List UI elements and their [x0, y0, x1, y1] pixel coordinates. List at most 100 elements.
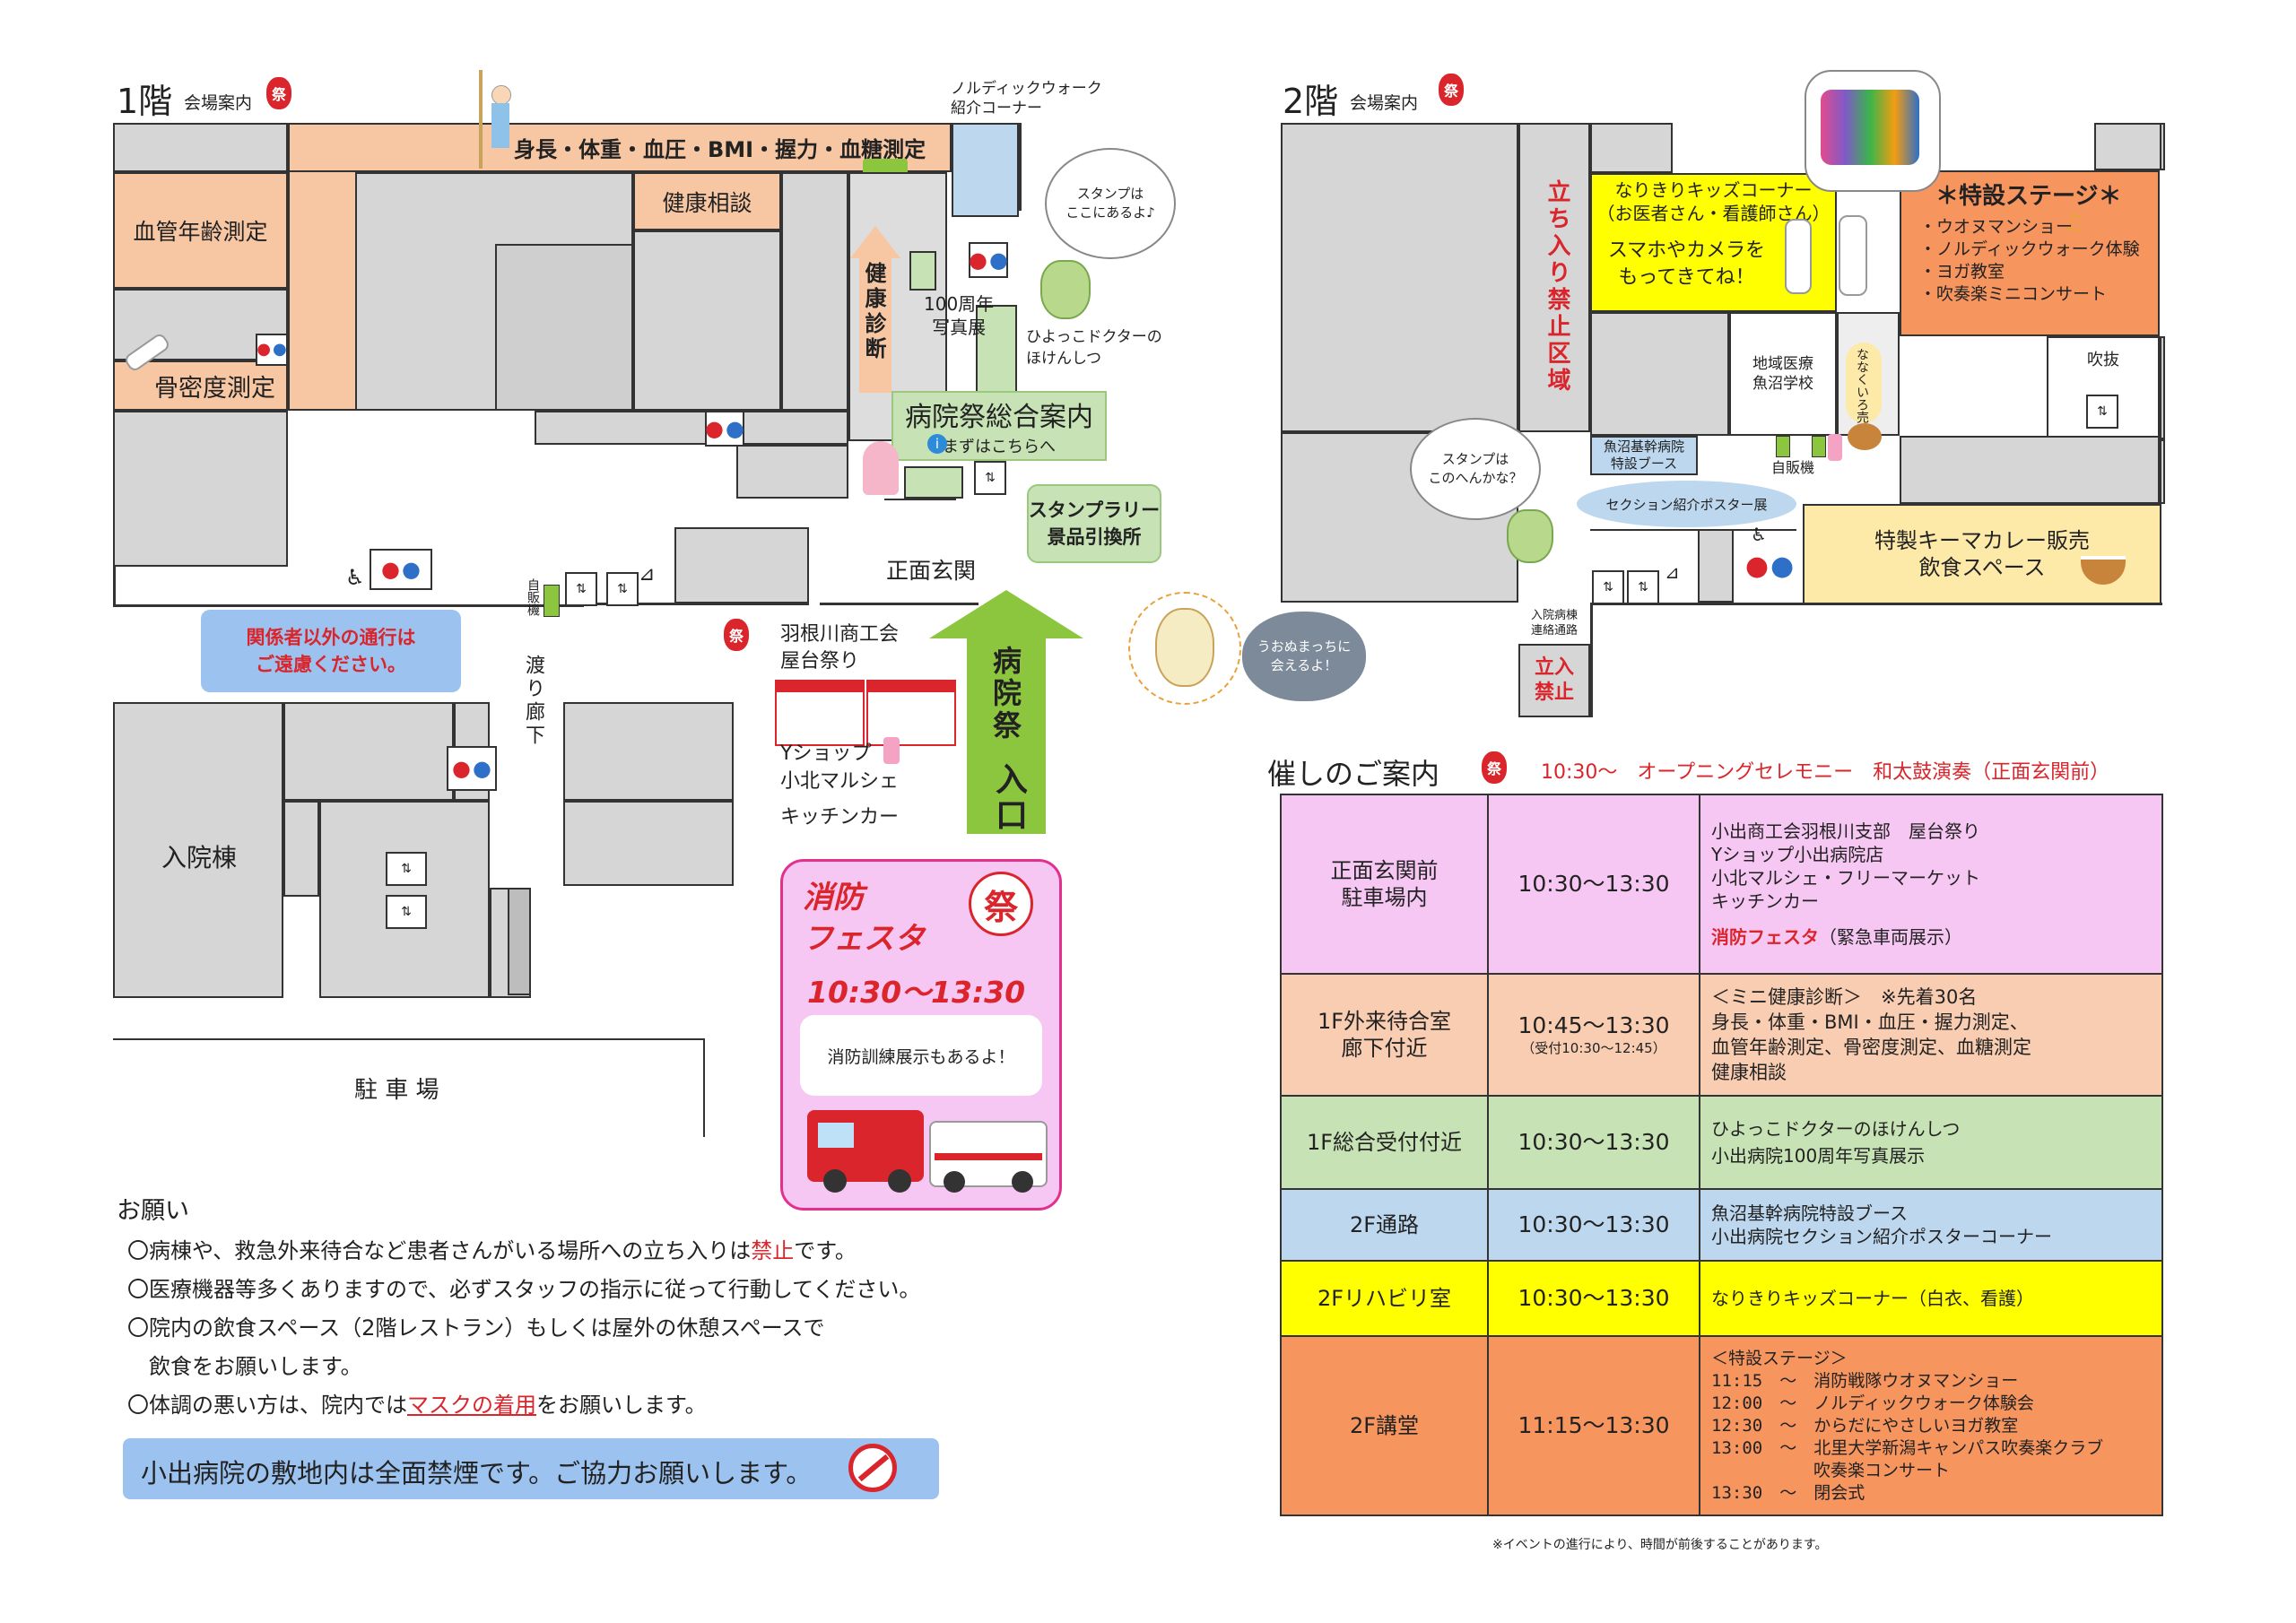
info-sub: まずはこちらへ [943, 438, 1056, 456]
info-desk-area: 病院祭総合案内 まずはこちらへ [891, 391, 1107, 461]
no-smoking-text: 小出病院の敷地内は全面禁煙です。ご協力お願いします。 [141, 1458, 813, 1488]
uonuma-bubble: うおぬまっちに 会えるよ！ [1242, 612, 1366, 701]
lantern-icon: 祭 [1439, 74, 1464, 106]
no-smoking-icon [848, 1444, 897, 1492]
hiyokko-mascot-icon [1040, 260, 1091, 319]
kids-sub: スマホやカメラを もってきてね！ [1607, 239, 1766, 289]
elevator-icon: ⇅ [1592, 570, 1624, 604]
link-corridor: 入院病棟 連絡通路 [1518, 603, 1590, 644]
events-footnote: ※イベントの進行により、時間が前後することがあります。 [1492, 1538, 1828, 1552]
hanegawa-label: 羽根川商工会 屋台祭り [780, 623, 900, 673]
entrance-arrow [929, 590, 1083, 638]
hiyokko-label: ひよっこドクターの ほけんしつ [1026, 328, 1162, 368]
stamp-here-bubble: スタンプは ここにあるよ♪ [1045, 148, 1176, 259]
vending-machine-icon [544, 585, 560, 617]
yshop-label: Yショップ 小北マルシェ [780, 742, 900, 793]
inpatient-ward [113, 702, 283, 998]
blood-vessel-area: 血管年齢測定 [113, 172, 288, 289]
elevator-icon: ⇅ [974, 461, 1006, 495]
photo-exhibit-area [909, 251, 936, 291]
stage-area: ＊特設ステージ＊ ・ウオヌマンショー ・ノルディックウォーク体験 ・ヨガ教室 ・… [1900, 170, 2160, 336]
health-consult-area: 健康相談 [633, 172, 781, 230]
wheelchair-icon: ♿ [1751, 524, 1767, 545]
inpatient-label: 入院棟 [161, 843, 238, 872]
note-line: 〇医療機器等多くありますので、必ずスタッフの指示に従って行動してください。 [127, 1277, 921, 1302]
vending-label: 自販機 [526, 578, 540, 616]
floor2-subtitle: 会場案内 [1350, 93, 1419, 113]
parking-label: 駐 車 場 [354, 1077, 439, 1104]
restroom-icon: ●● [1744, 551, 1795, 582]
vending-label: 自販機 [1771, 459, 1815, 476]
stamp-rally-exchange: スタンプラリー 景品引換所 [1027, 484, 1161, 563]
stage-title: ＊特設ステージ＊ [1935, 183, 2122, 210]
restroom-icon: ●● [447, 746, 497, 791]
stage-item: ・ウオヌマンショー [1919, 217, 2074, 237]
floor2-title: 2階 [1283, 82, 1339, 121]
table-row: 2F講堂 11:15～13:30 ＜特設ステージ＞ 11:15 ～ 消防戦隊ウオ… [1280, 1335, 2163, 1516]
fire-festa-sub: 消防訓練展示もあるよ！ [800, 1015, 1042, 1096]
bread-icon [1848, 423, 1882, 450]
restroom-icon: ●● [256, 334, 288, 366]
note-line: 飲食をお願いします。 [127, 1354, 362, 1379]
restroom-icon: ●● [969, 242, 1008, 278]
entrance-label: 入口 [990, 762, 1027, 834]
elevator-icon: ⇅ [2086, 395, 2118, 429]
stage-item: ・ノルディックウォーク体験 [1919, 239, 2140, 259]
table-row: 1F総合受付付近 10:30～13:30 ひよっこドクターのほけんしつ 小出病院… [1280, 1095, 2163, 1190]
elevator-icon: ⇅ [386, 852, 427, 886]
info-icon: i [927, 434, 947, 454]
kids-title: なりきりキッズコーナー （お医者さん・看護師さん） [1596, 179, 1831, 224]
photo-exhibit-label: 100周年 写真展 [924, 293, 995, 338]
corridor-label: 渡り廊下 [522, 655, 544, 748]
floor1-subtitle: 会場案内 [184, 93, 253, 113]
curry-area: 特製キーマカレー販売 飲食スペース [1803, 504, 2161, 604]
lantern-icon: 祭 [266, 77, 291, 109]
elevator-icon: ⇅ [386, 895, 427, 929]
elevator-icon: ⇅ [1627, 570, 1659, 604]
floor1-title: 1階 [117, 82, 173, 121]
poster-exhibit: セクション紹介ポスター展 [1577, 481, 1796, 527]
table-row: 2Fリハビリ室 10:30～13:30 なりきりキッズコーナー（白衣、看護） [1280, 1260, 2163, 1337]
health-check-label: 健康診断 [861, 262, 886, 362]
fire-festa-time: 10:30～13:30 [807, 975, 1026, 1010]
bone-density-area: 骨密度測定 [113, 360, 288, 411]
vending-machine-icon [1776, 436, 1790, 457]
table-row: 1F外来待合室 廊下付近 10:45～13:30（受付10:30～12:45） … [1280, 973, 2163, 1097]
stage-item: ・吹奏楽ミニコンサート [1919, 284, 2108, 304]
hero-group-icon [1821, 90, 1919, 165]
events-title: 催しのご案内 [1267, 757, 1440, 791]
nordic-corner [952, 123, 1019, 217]
info-title: 病院祭総合案内 [905, 402, 1093, 433]
person-measure-icon [479, 70, 502, 169]
nanairo-shop [1846, 343, 1882, 423]
restroom-icon: ●● [705, 411, 744, 447]
stall-icon [775, 680, 865, 746]
kitchen-car-label: キッチンカー [780, 806, 900, 829]
nurse-kid-icon [1839, 215, 1867, 296]
lantern-icon: 祭 [724, 619, 749, 651]
note-line: 〇院内の飲食スペース（2階レストラン）もしくは屋外の休憩スペースで [127, 1315, 825, 1341]
nordic-label: ノルディックウォーク 紹介コーナー [951, 80, 1102, 117]
no-entry-zone [1518, 123, 1590, 432]
no-entry-area: 立入 禁止 [1518, 644, 1590, 717]
notes-title: お願い [117, 1197, 189, 1225]
elevator-icon: ⇅ [606, 572, 639, 606]
note-line: 〇病棟や、救急外来待合など患者さんがいる場所への立ち入りは禁止です。 [127, 1238, 857, 1263]
receptionist-icon [863, 441, 899, 495]
opening-ceremony: 10:30～ オープニングセレモニー 和太鼓演奏（正面玄関前） [1541, 761, 2110, 784]
elevator-icon: ⇅ [565, 572, 597, 606]
uonuma-booth: 魚沼基幹病院 特設ブース [1590, 436, 1698, 475]
stage-item: ・ヨガ教室 [1919, 262, 2005, 282]
school-area: 地域医療 魚沼学校 [1729, 312, 1837, 436]
entrance-arrow-label: 病院祭 [988, 646, 1022, 742]
drink-icon [1828, 434, 1842, 461]
uchiwa-icon: 祭 [969, 872, 1033, 936]
stairs-icon: ⊿ [639, 563, 656, 586]
drink-icon [883, 737, 900, 764]
nanairo-label: ななくいろ売店 [1855, 348, 1869, 436]
lantern-icon: 祭 [1482, 751, 1507, 784]
up-arrow-icon [850, 226, 900, 258]
restroom-icon: ●● [370, 549, 432, 590]
note-line: 〇体調の悪い方は、院内ではマスクの着用をお願いします。 [127, 1393, 707, 1418]
stall-icon [866, 680, 956, 746]
